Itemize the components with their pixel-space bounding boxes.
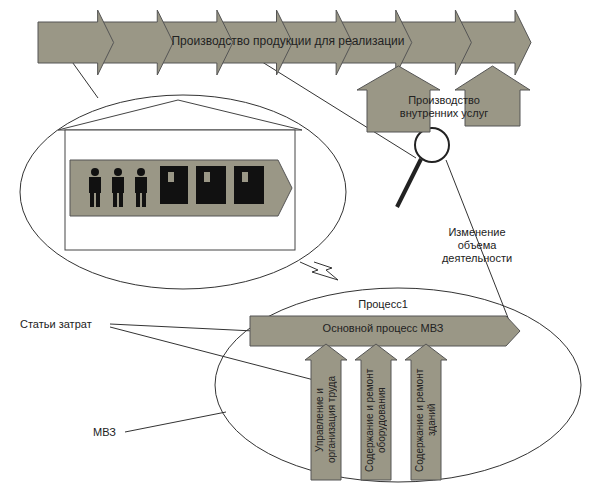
node-label: Производство внутренних услуг bbox=[388, 94, 500, 120]
cost-item: Содержание и ремонт зданий bbox=[405, 344, 447, 480]
leader-line bbox=[110, 324, 254, 331]
cost-items-label: Статьи затрат bbox=[20, 318, 115, 331]
node-label: Содержание и ремонт оборудования bbox=[361, 362, 391, 478]
chevron-segment bbox=[38, 10, 114, 75]
cost-center-label: МВЗ bbox=[93, 426, 133, 439]
cost-arrow bbox=[405, 344, 447, 480]
callout-note: Изменение объема деятельности bbox=[432, 226, 522, 266]
process-arrow bbox=[250, 316, 520, 346]
node-label: Содержание и ремонт зданий bbox=[411, 362, 441, 478]
house-illustration bbox=[58, 100, 302, 250]
internal-services: Производство внутренних услуг bbox=[350, 62, 535, 132]
leader-line bbox=[125, 412, 226, 432]
product-chevron-band: Производство продукции для реализации bbox=[38, 10, 535, 75]
cost-center-ellipse bbox=[215, 288, 581, 482]
zoom-symbol bbox=[300, 262, 338, 280]
cost-item: Управление и организация труда bbox=[305, 344, 347, 480]
process-heading: Процесс1 bbox=[308, 298, 458, 311]
main-process: Процесс1Основной процесс МВЗ bbox=[248, 298, 520, 348]
node-label: Основной процесс МВЗ bbox=[268, 322, 498, 335]
cost-arrow bbox=[355, 344, 397, 480]
cost-item: Содержание и ремонт оборудования bbox=[355, 344, 397, 480]
node-label: Производство продукции для реализации bbox=[78, 34, 498, 48]
zoom-ellipse bbox=[20, 95, 346, 289]
cost-arrow bbox=[305, 344, 347, 480]
node-label: Управление и организация труда bbox=[311, 362, 341, 478]
magnifier-symbol bbox=[397, 128, 449, 207]
